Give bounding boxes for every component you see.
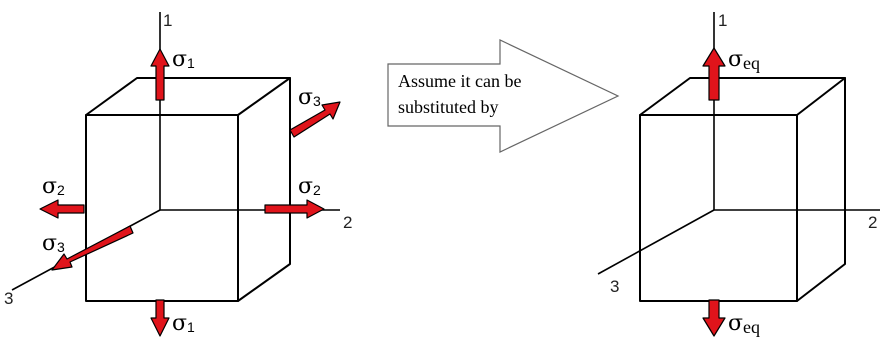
callout-text-line1: Assume it can be	[398, 71, 521, 91]
left-arrow-sigma3-back	[289, 101, 341, 138]
left-cube-top-face	[85, 77, 291, 116]
left-arrow-sigma1-bottom	[150, 299, 170, 337]
callout-text-line2: substituted by	[398, 97, 499, 117]
left-axis-2-label: 2	[343, 213, 352, 232]
left-axis-3-label: 3	[4, 289, 13, 308]
substitution-callout-arrow: Assume it can be substituted by	[387, 39, 620, 153]
left-cube-front-face	[85, 114, 239, 302]
left-sigma1-bottom-label: σ1	[172, 311, 195, 336]
right-cube-side-face	[796, 77, 846, 302]
left-cube	[85, 77, 291, 302]
left-arrow-sigma2-left	[39, 199, 85, 219]
callout-arrow-shape	[387, 39, 620, 153]
right-cube	[639, 77, 846, 302]
right-sigma-eq-bottom-label: σeq	[728, 311, 760, 337]
right-cube-top-face	[639, 77, 846, 116]
right-sigma-eq-top-label: σeq	[728, 47, 760, 73]
left-cube-side-face	[237, 77, 291, 302]
right-axis-3	[597, 209, 715, 275]
left-stress-element: 1 2 3 σ1 σ1 σ2 σ2 σ3	[4, 11, 352, 337]
right-axis-3-label: 3	[610, 277, 619, 296]
left-arrow-sigma1-top	[150, 48, 170, 101]
right-stress-element: 1 2 3 σeq σeq	[597, 11, 880, 337]
right-arrow-sigma-eq-top	[702, 47, 726, 101]
left-sigma3-front-label: σ3	[42, 231, 65, 256]
right-axis-2-label: 2	[868, 213, 877, 232]
left-arrow-sigma2-right	[264, 199, 325, 219]
right-arrow-sigma-eq-bottom	[702, 299, 726, 337]
right-axis-1-label: 1	[718, 11, 727, 30]
left-arrow-sigma3-front	[51, 225, 134, 271]
left-sigma3-back-label: σ3	[298, 85, 321, 110]
left-axis-1-label: 1	[163, 11, 172, 30]
left-sigma2-right-label: σ2	[298, 174, 321, 199]
left-sigma2-left-label: σ2	[42, 174, 65, 199]
left-sigma1-top-label: σ1	[172, 47, 195, 72]
right-cube-front-face	[639, 114, 798, 302]
